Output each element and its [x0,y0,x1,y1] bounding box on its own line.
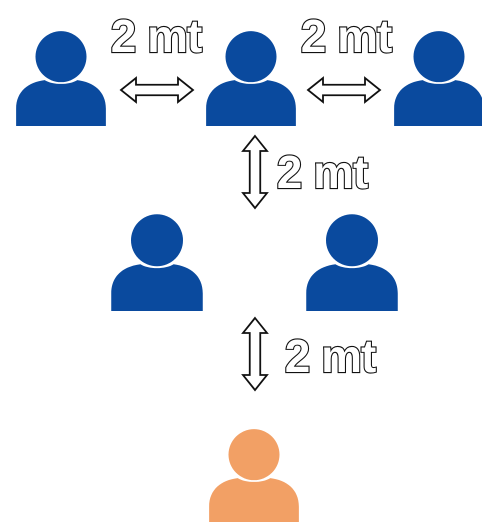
double-arrow-icon-right [306,76,382,104]
distance-label-top-right: 2 mt [301,10,392,62]
person-icon-bottom [209,429,299,522]
double-arrow-icon-middle [241,134,269,210]
person-icon-middle-right [306,214,398,311]
person-icon-top-center [206,31,296,126]
person-bottom [209,429,299,522]
distance-label-top-left: 2 mt [111,10,202,62]
distance-label-bottom: 2 mt [285,330,376,382]
person-icon-middle-left [111,214,203,311]
person-top-right [394,31,482,126]
double-arrow-icon-left [119,76,195,104]
distance-label-middle: 2 mt [277,146,368,198]
person-middle-right [306,214,398,311]
person-top-left [16,31,106,126]
double-arrow-icon-bottom [241,316,269,392]
person-icon-top-right [394,31,482,126]
person-top-center [206,31,296,126]
person-middle-left [111,214,203,311]
person-icon-top-left [16,31,106,126]
